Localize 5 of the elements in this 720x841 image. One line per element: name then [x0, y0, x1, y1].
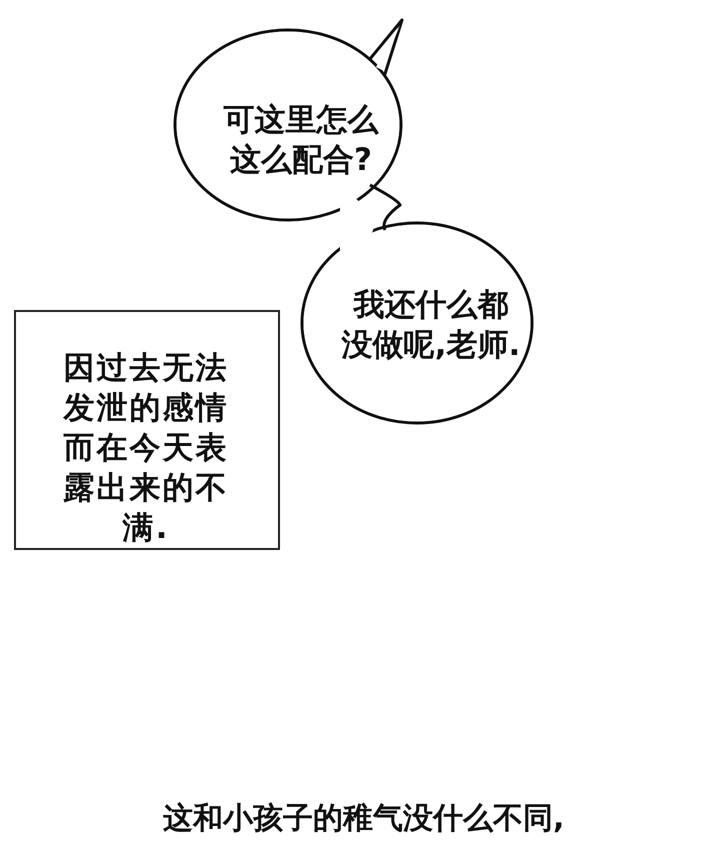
caption-text: 这和小孩子的稚气没什么不同, [163, 800, 564, 838]
narration-text: 因过去无法发泄的感情而在今天表露出来的不满. [62, 349, 230, 548]
speech-text: 我还什么都没做呢,老师. [340, 286, 522, 365]
speech-text: 可这里怎么这么配合? [222, 101, 380, 180]
narration-box [14, 310, 280, 550]
